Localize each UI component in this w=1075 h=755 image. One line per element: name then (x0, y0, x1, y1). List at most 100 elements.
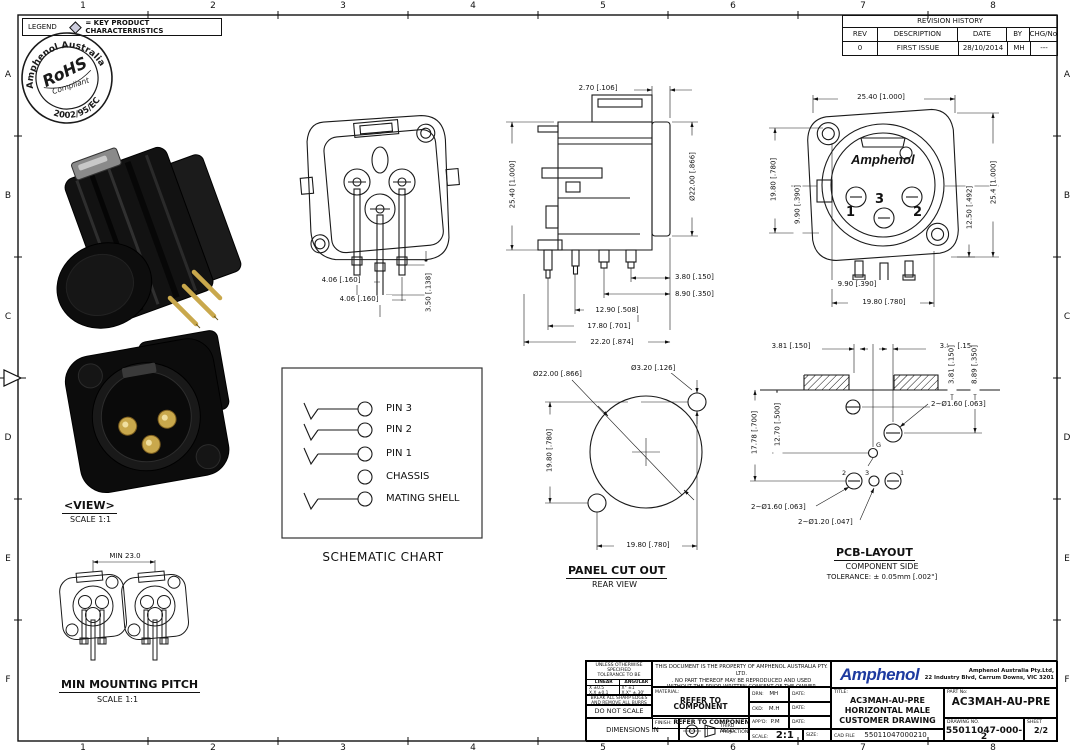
border-col: 1 (80, 743, 86, 753)
schematic-row-label: MATING SHELL (386, 493, 460, 504)
revision-data-row: 0 FIRST ISSUE 28/10/2014 MH --- (843, 41, 1057, 55)
border-col: 6 (730, 743, 736, 753)
amphenol-logo: Amphenol (840, 664, 920, 684)
border-row: E (1064, 554, 1070, 564)
size-value: A3 (804, 741, 819, 742)
border-col: 7 (860, 743, 866, 753)
sheet-value: 2/2 (1033, 726, 1049, 735)
brand-text: Amphenol (851, 152, 915, 167)
scale-value: 2:1 (775, 730, 794, 741)
appd-cell: APP'D: P.M (749, 716, 789, 729)
rev-value: 0 (857, 44, 863, 52)
tol-linear-row: X.X ±0.1 (587, 691, 620, 694)
dim-label: 25.40 [1.000] (838, 93, 924, 102)
connector-3d-front-render (64, 330, 230, 493)
projection-label-1: THIRD ANGLE (720, 724, 736, 734)
date-label: DATE: (792, 720, 806, 725)
drn-label: DRN: (752, 692, 764, 697)
cad-file-label: CAD FILE (834, 734, 855, 739)
linear-header: LINEAR (587, 680, 620, 686)
min-mounting-pitch-view: MIN 23.0 MIN MOUNTING PITCH SCALE 1:1 (45, 548, 255, 713)
title-line-3: CUSTOMER DRAWING (839, 716, 936, 725)
pcb-layout-view: 3.81 [.150] 3.81 [.150] 3.81 [.150] 8.89… (742, 328, 1042, 586)
finish-value: REFER TO COMPONENT (673, 719, 749, 726)
border-row: D (1063, 433, 1071, 443)
drn-date-cell: DATE: 28/10/14 (789, 687, 831, 702)
date-label: DATE: (792, 692, 806, 697)
border-col: 5 (600, 743, 606, 753)
material-cell: MATERIAL: REFER TO COMPONENT (652, 687, 749, 716)
hole-label-2: 2 (842, 469, 847, 477)
appd-label: APP'D: (752, 720, 768, 725)
border-row: D (4, 433, 12, 443)
dim-label: 25.40 [1.000] (508, 143, 518, 226)
tolerance-box: UNLESS OTHERWISE SPECIFIED TOLERANCE TO … (586, 661, 652, 695)
callout-label: 2~Ø1.60 [.063] (930, 400, 987, 409)
company-line-1: Amphenol Australia Pty.Ltd, (968, 667, 1054, 674)
dim-label: 19.80 [.780] (545, 414, 555, 487)
dim-label: 12.70 [.500] (773, 392, 783, 457)
dim-label: 9.90 [.390] (824, 280, 890, 289)
sheet-label: SHEET (1027, 720, 1042, 725)
tol-angular-row: X.X° ±.30' (621, 691, 645, 695)
pin-1-label: 1 (846, 205, 856, 220)
schematic-row-label: PIN 3 (386, 403, 413, 414)
dim-label: 8.90 [.350] (674, 290, 715, 299)
part-label: PART No: (947, 690, 968, 695)
border-row: C (1063, 312, 1071, 322)
date-label: DATE: (792, 706, 806, 711)
drn-cell: DRN: MH (749, 687, 789, 702)
border-row: B (1063, 191, 1071, 201)
scale-cell: SCALE: 2:1 (749, 729, 803, 742)
callout-label: 2~Ø1.20 [.047] (797, 518, 854, 527)
appd-value: P.M (770, 719, 780, 725)
border-col: 6 (730, 1, 736, 11)
dim-label: 17.80 [.701] (574, 322, 644, 331)
third-angle-projection-icon (683, 724, 716, 738)
border-row: E (5, 554, 11, 564)
border-col: 8 (990, 743, 996, 753)
material-label: MATERIAL: (655, 690, 680, 695)
hole-label-3: 3 (865, 469, 870, 477)
schematic-chart: PIN 3 PIN 2 PIN 1 CHASSIS MATING SHELL S… (281, 367, 484, 573)
panel-cutout-view: Ø22.00 [.866] Ø3.20 [.126] 19.80 [.780] … (520, 358, 735, 593)
schematic-row-label: PIN 2 (386, 424, 413, 435)
dimensions-in: DIMENSIONS IN MILIMETRES (586, 718, 679, 742)
mounting-scale: SCALE 1:1 (97, 695, 139, 704)
mounting-title: MIN MOUNTING PITCH (59, 678, 201, 693)
drawing-title-cell: TITLE: AC3MAH-AU-PRE HORIZONTAL MALE CUS… (831, 688, 944, 729)
view-scale: SCALE 1:1 (70, 515, 112, 524)
break-note-2: AND REMOVE ALL BURRS (591, 700, 647, 705)
pcb-tolerance: TOLERANCE: ± 0.05mm [.002"] (802, 573, 962, 581)
ckd-value: M.H (768, 706, 780, 712)
projection-label-2: PROJECTION (720, 730, 749, 735)
legend-box: LEGEND = KEY PRODUCT CHARACTERRISTICS (22, 18, 222, 36)
do-not-scale: DO NOT SCALE (586, 705, 652, 718)
cad-file-value: 55011047000210 (864, 731, 927, 739)
legend-text: = KEY PRODUCT CHARACTERRISTICS (85, 19, 164, 35)
dim-label: Ø22.00 [.866] (532, 370, 583, 379)
title-block: UNLESS OTHERWISE SPECIFIED TOLERANCE TO … (585, 660, 1058, 742)
panel-cutout-subtitle: REAR VIEW (592, 580, 637, 589)
size-label: SIZE: (806, 733, 818, 738)
border-col: 1 (80, 1, 86, 11)
dim-label: 2.70 [.106] (562, 84, 634, 93)
chgno-value: --- (1030, 42, 1057, 55)
dim-label: 12.50 [.492] (965, 170, 975, 245)
border-col: 3 (340, 1, 346, 11)
col-chgno: CHG/No (1028, 28, 1057, 41)
col-rev: REV (852, 30, 867, 38)
border-row: A (4, 70, 12, 80)
dim-label: 22.20 [.874] (576, 338, 648, 347)
material-value: REFER TO COMPONENT (673, 696, 728, 711)
legend-label: LEGEND (28, 23, 57, 31)
finish-label: FINISH: (655, 721, 672, 726)
drawing-no-cell: DRAWING NO. 55011047-000-2 (944, 718, 1024, 742)
cad-file-cell: CAD FILE 55011047000210 (831, 729, 944, 742)
title-line-1: AC3MAH-AU-PRE (849, 696, 926, 705)
dim-label: 3.81 [.150] (760, 342, 822, 351)
date-value: 28/10/2014 (958, 42, 1007, 55)
dim-label: 4.06 [.160] (308, 276, 374, 285)
company-line-2: 22 Industry Blvd, Carrum Downs, VIC 3201 (924, 674, 1054, 681)
